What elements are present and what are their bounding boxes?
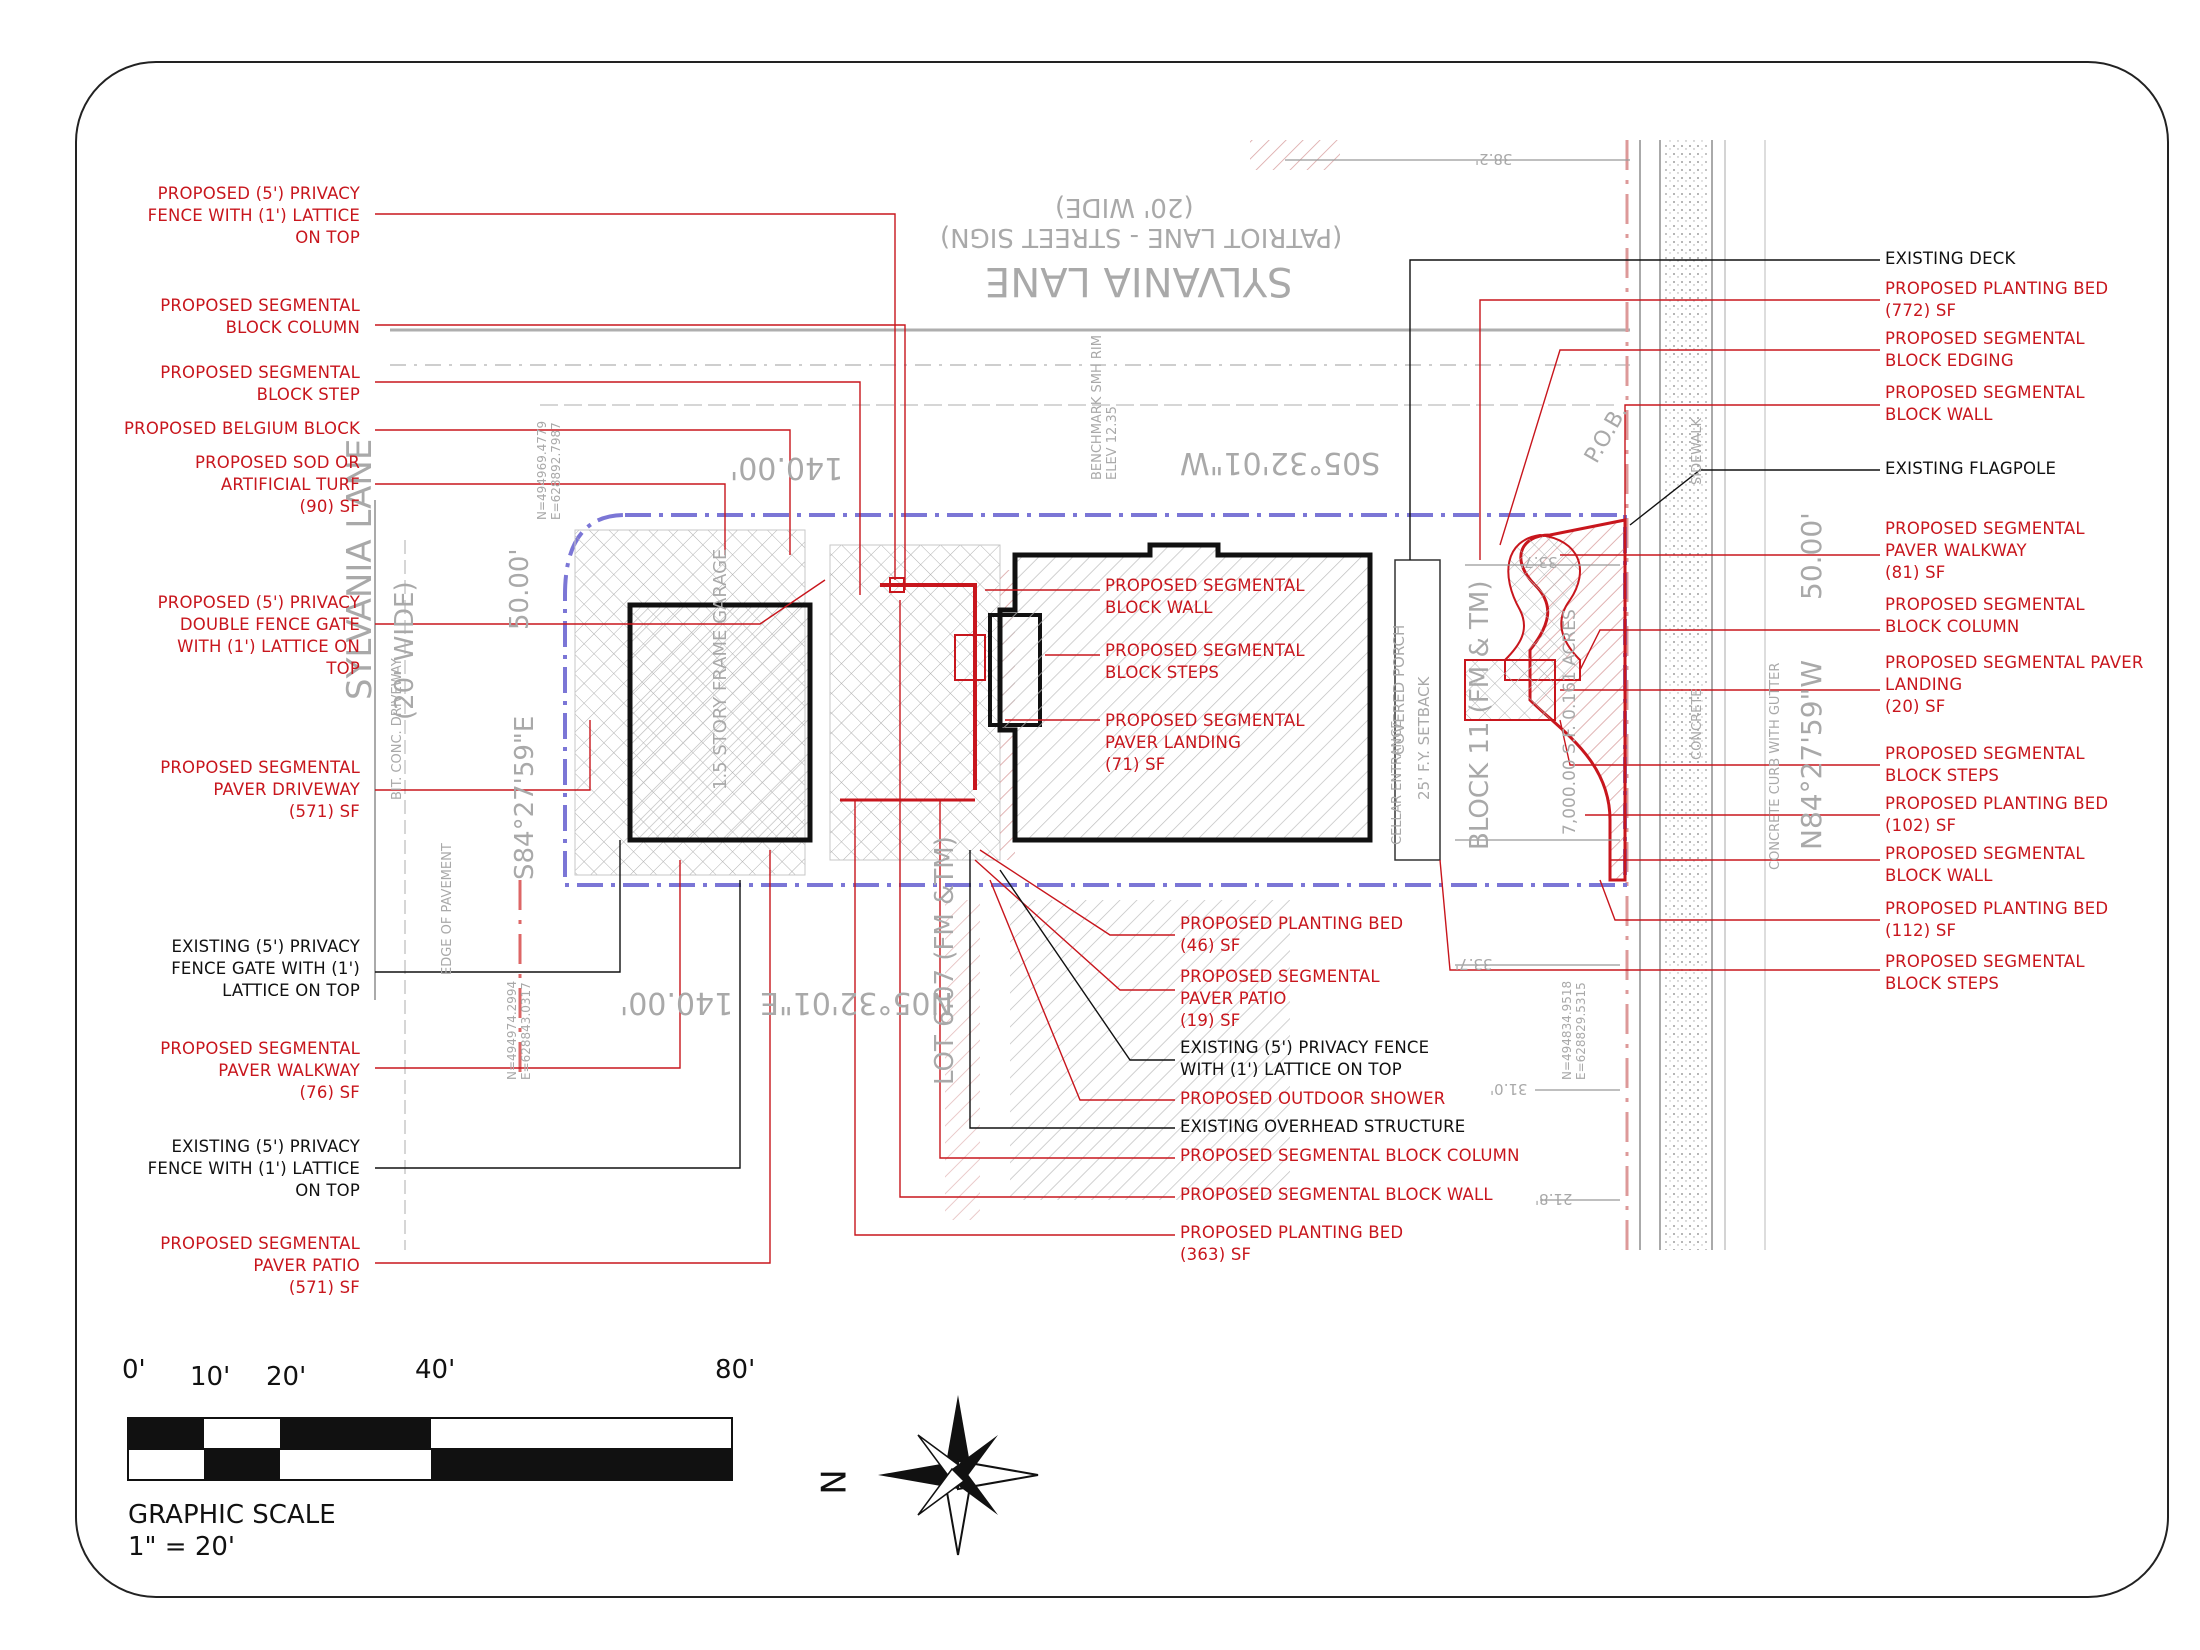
left-callout-l1: PROPOSED (5') PRIVACY FENCE WITH (1') LA… [147, 184, 360, 247]
left-callout-l4: PROPOSED BELGIUM BLOCK [124, 419, 360, 438]
house-outline [997, 542, 1373, 843]
bottom-callout-b3: EXISTING (5') PRIVACY FENCE WITH (1') LA… [1180, 1038, 1430, 1079]
right-callout-r2: PROPOSED PLANTING BED (772) SF [1885, 279, 2109, 320]
street-top [390, 140, 1630, 406]
left-callout-l11: PROPOSED SEGMENTAL PAVER PATIO (571) SF [160, 1234, 360, 1297]
bottom-callout-b8: PROPOSED PLANTING BED (363) SF [1180, 1223, 1404, 1264]
dist-top: 140.00' [730, 450, 844, 485]
street-name-top: SYLVANIA LANE [985, 258, 1293, 304]
center-callout-c1: PROPOSED SEGMENTAL BLOCK WALL [1105, 576, 1305, 617]
bottom-callout-b7: PROPOSED SEGMENTAL BLOCK WALL [1180, 1185, 1493, 1204]
left-callout-l9: PROPOSED SEGMENTAL PAVER WALKWAY (76) SF [160, 1039, 360, 1102]
edge-pavement-label: EDGE OF PAVEMENT [440, 843, 455, 975]
lot-label: LOT 6.07 (FM &TM) [930, 836, 960, 1085]
scale-tick-20: 20' [266, 1362, 307, 1392]
left-callout-l8: EXISTING (5') PRIVACY FENCE GATE WITH (1… [171, 937, 360, 1000]
bottom-callout-b1: PROPOSED PLANTING BED (46) SF [1180, 914, 1404, 955]
garage-outline [627, 602, 813, 843]
bottom-callout-b2: PROPOSED SEGMENTAL PAVER PATIO (19) SF [1180, 967, 1380, 1030]
center-callout-c2: PROPOSED SEGMENTAL BLOCK STEPS [1105, 641, 1305, 682]
scale-tick-40: 40' [415, 1355, 456, 1385]
left-callout-l10: EXISTING (5') PRIVACY FENCE WITH (1') LA… [147, 1137, 360, 1200]
scale-tick-10: 10' [190, 1362, 231, 1392]
right-callout-r1: EXISTING DECK [1885, 249, 2016, 268]
bit-driveway-label: BIT. CONC. DRIVEWAY [390, 658, 405, 800]
right-callout-r11: PROPOSED SEGMENTAL BLOCK WALL [1885, 844, 2085, 885]
bearing-bottom: N05°32'01"E [760, 985, 953, 1020]
sheet-border [75, 61, 2169, 1598]
center-callout-c3: PROPOSED SEGMENTAL PAVER LANDING (71) SF [1105, 711, 1305, 774]
right-callout-r10: PROPOSED PLANTING BED (102) SF [1885, 794, 2109, 835]
north-arrow [878, 1395, 1039, 1556]
setback-label: 25' F.Y. SETBACK [1415, 676, 1433, 800]
dist-bottom: 140.00' [620, 985, 734, 1020]
bottom-callout-b5: EXISTING OVERHEAD STRUCTURE [1180, 1117, 1466, 1136]
cellar-label: CELLAR ENTRANCE [1390, 720, 1405, 845]
paver-walkway-right [1504, 533, 1581, 681]
right-callout-r6: PROPOSED SEGMENTAL PAVER WALKWAY (81) SF [1885, 519, 2085, 582]
dim-33-7-b: 33.7' [1455, 955, 1493, 973]
bottom-callout-b6: PROPOSED SEGMENTAL BLOCK COLUMN [1180, 1146, 1520, 1165]
coord-right: N=494834.9518 E=628829.5315 [1560, 980, 1588, 1080]
right-callout-r8: PROPOSED SEGMENTAL PAVER LANDING (20) SF [1885, 653, 2144, 716]
dim-33-7-a: 33.7' [1520, 553, 1558, 571]
dist-right: 50.00' [1795, 512, 1828, 600]
right-callout-r3: PROPOSED SEGMENTAL BLOCK EDGING [1885, 329, 2085, 370]
leader-lines-left [375, 213, 906, 1264]
street-width-top: (20' WIDE) [1055, 192, 1194, 222]
block-label: BLOCK 11 (FM & TM) [1465, 580, 1495, 850]
north-letter: N [814, 1469, 855, 1495]
right-callout-r13: PROPOSED SEGMENTAL BLOCK STEPS [1885, 952, 2085, 993]
dimension-lines [1285, 159, 1630, 1201]
area-label: 7,000.00 S.F. 0.161 ACRES [1560, 609, 1580, 835]
garage-label: 1.5 STORY FRAME GARAGE [710, 548, 731, 790]
left-callout-l7: PROPOSED SEGMENTAL PAVER DRIVEWAY (571) … [160, 758, 360, 821]
graphic-scale-title: GRAPHIC SCALE [128, 1500, 336, 1530]
paver-patio [829, 544, 1001, 861]
benchmark-label: BENCHMARK SMH RIM ELEV 12.35 [1090, 335, 1120, 480]
leader-lines-bottom [854, 600, 1175, 1236]
concrete-label: CONCRETE [1690, 688, 1705, 760]
street-right [1625, 140, 1766, 1250]
bearing-right: N84°27'59"W [1795, 659, 1828, 850]
bearing-top: S05°32'01"W [1180, 445, 1381, 480]
property-line [563, 513, 1627, 887]
left-callout-l6: PROPOSED (5') PRIVACY DOUBLE FENCE GATE … [157, 593, 360, 678]
scale-tick-80: 80' [715, 1355, 756, 1385]
dim-38-2: 38.2' [1475, 150, 1513, 168]
graphic-scale-ratio: 1" = 20' [128, 1532, 236, 1562]
graphic-scale-bar [127, 1417, 733, 1481]
leader-lines-right [1409, 259, 1880, 971]
dim-31-0: 31.0' [1490, 1080, 1528, 1098]
curb-label: CONCRETE CURB WITH GUTTER [1768, 662, 1783, 870]
street-left [374, 500, 522, 1250]
dist-left: 50.00' [505, 548, 535, 630]
right-callout-r4: PROPOSED SEGMENTAL BLOCK WALL [1885, 383, 2085, 424]
coord-top: N=494969.4779 E=628892.7987 [535, 420, 563, 520]
right-callout-r5: EXISTING FLAGPOLE [1885, 459, 2057, 478]
left-callout-l2: PROPOSED SEGMENTAL BLOCK COLUMN [160, 296, 360, 337]
bottom-callout-b4: PROPOSED OUTDOOR SHOWER [1180, 1089, 1446, 1108]
right-callout-r12: PROPOSED PLANTING BED (112) SF [1885, 899, 2109, 940]
sidewalk-label: SIDEWALK [1690, 417, 1705, 485]
scale-tick-0: 0' [122, 1355, 146, 1385]
left-callout-l5: PROPOSED SOD OR ARTIFICIAL TURF (90) SF [194, 453, 360, 516]
neighbor-lot-hatch [1010, 900, 1290, 1200]
right-callout-r7: PROPOSED SEGMENTAL BLOCK COLUMN [1885, 595, 2085, 636]
bearing-left: S84°27'59"E [510, 715, 540, 880]
dim-21-8: 21.8' [1535, 1190, 1573, 1208]
leader-lines-center [985, 589, 1100, 721]
coord-left: N=494974.2994 E=628843.0317 [505, 980, 533, 1080]
right-callout-r9: PROPOSED SEGMENTAL BLOCK STEPS [1885, 744, 2085, 785]
rear-deck [1394, 559, 1441, 861]
street-sign-top: (PATRIOT LANE - STREET SIGN) [940, 222, 1343, 252]
left-callout-l3: PROPOSED SEGMENTAL BLOCK STEP [160, 363, 360, 404]
